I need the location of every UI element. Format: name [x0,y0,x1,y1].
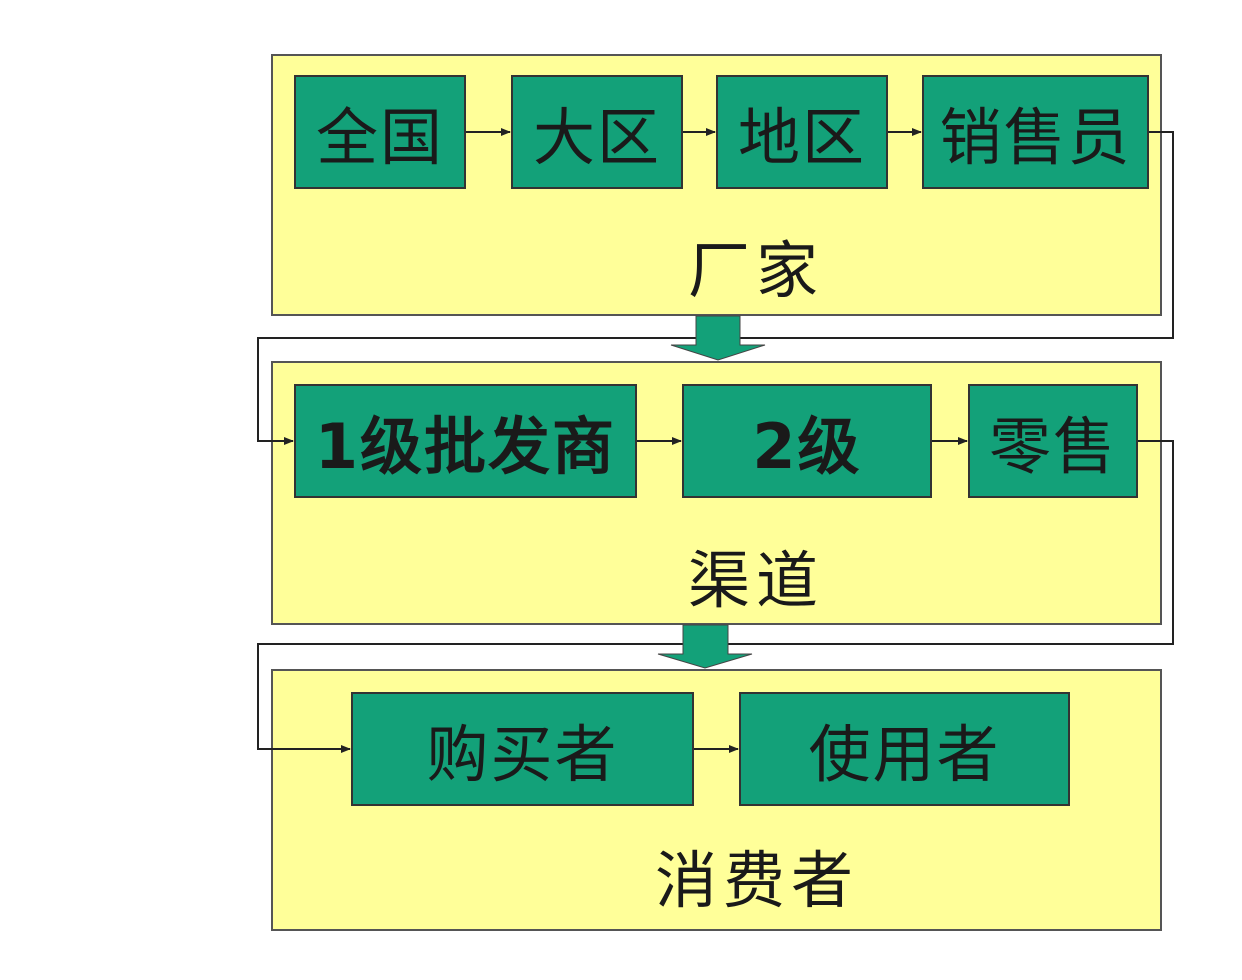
consumer-label: 消费者 [655,844,860,917]
node-district: 地区 [716,75,888,189]
manufacturer-label: 厂家 [688,234,825,307]
connector-retail-to-buyer [257,440,1174,753]
node-region: 大区 [511,75,683,189]
node-user: 使用者 [739,692,1070,806]
node-wholesaler-level1: 1级批发商 [294,384,637,498]
channel-label: 渠道 [688,544,825,617]
node-retail: 零售 [968,384,1138,498]
node-buyer: 购买者 [351,692,694,806]
node-national: 全国 [294,75,466,189]
node-salesperson: 销售员 [922,75,1149,189]
connector-salesperson-to-wholesaler [257,131,1174,445]
transfer-arrow-channel-to-consumer [657,624,753,669]
node-level2: 2级 [682,384,932,498]
transfer-arrow-manufacturer-to-channel [670,315,766,361]
